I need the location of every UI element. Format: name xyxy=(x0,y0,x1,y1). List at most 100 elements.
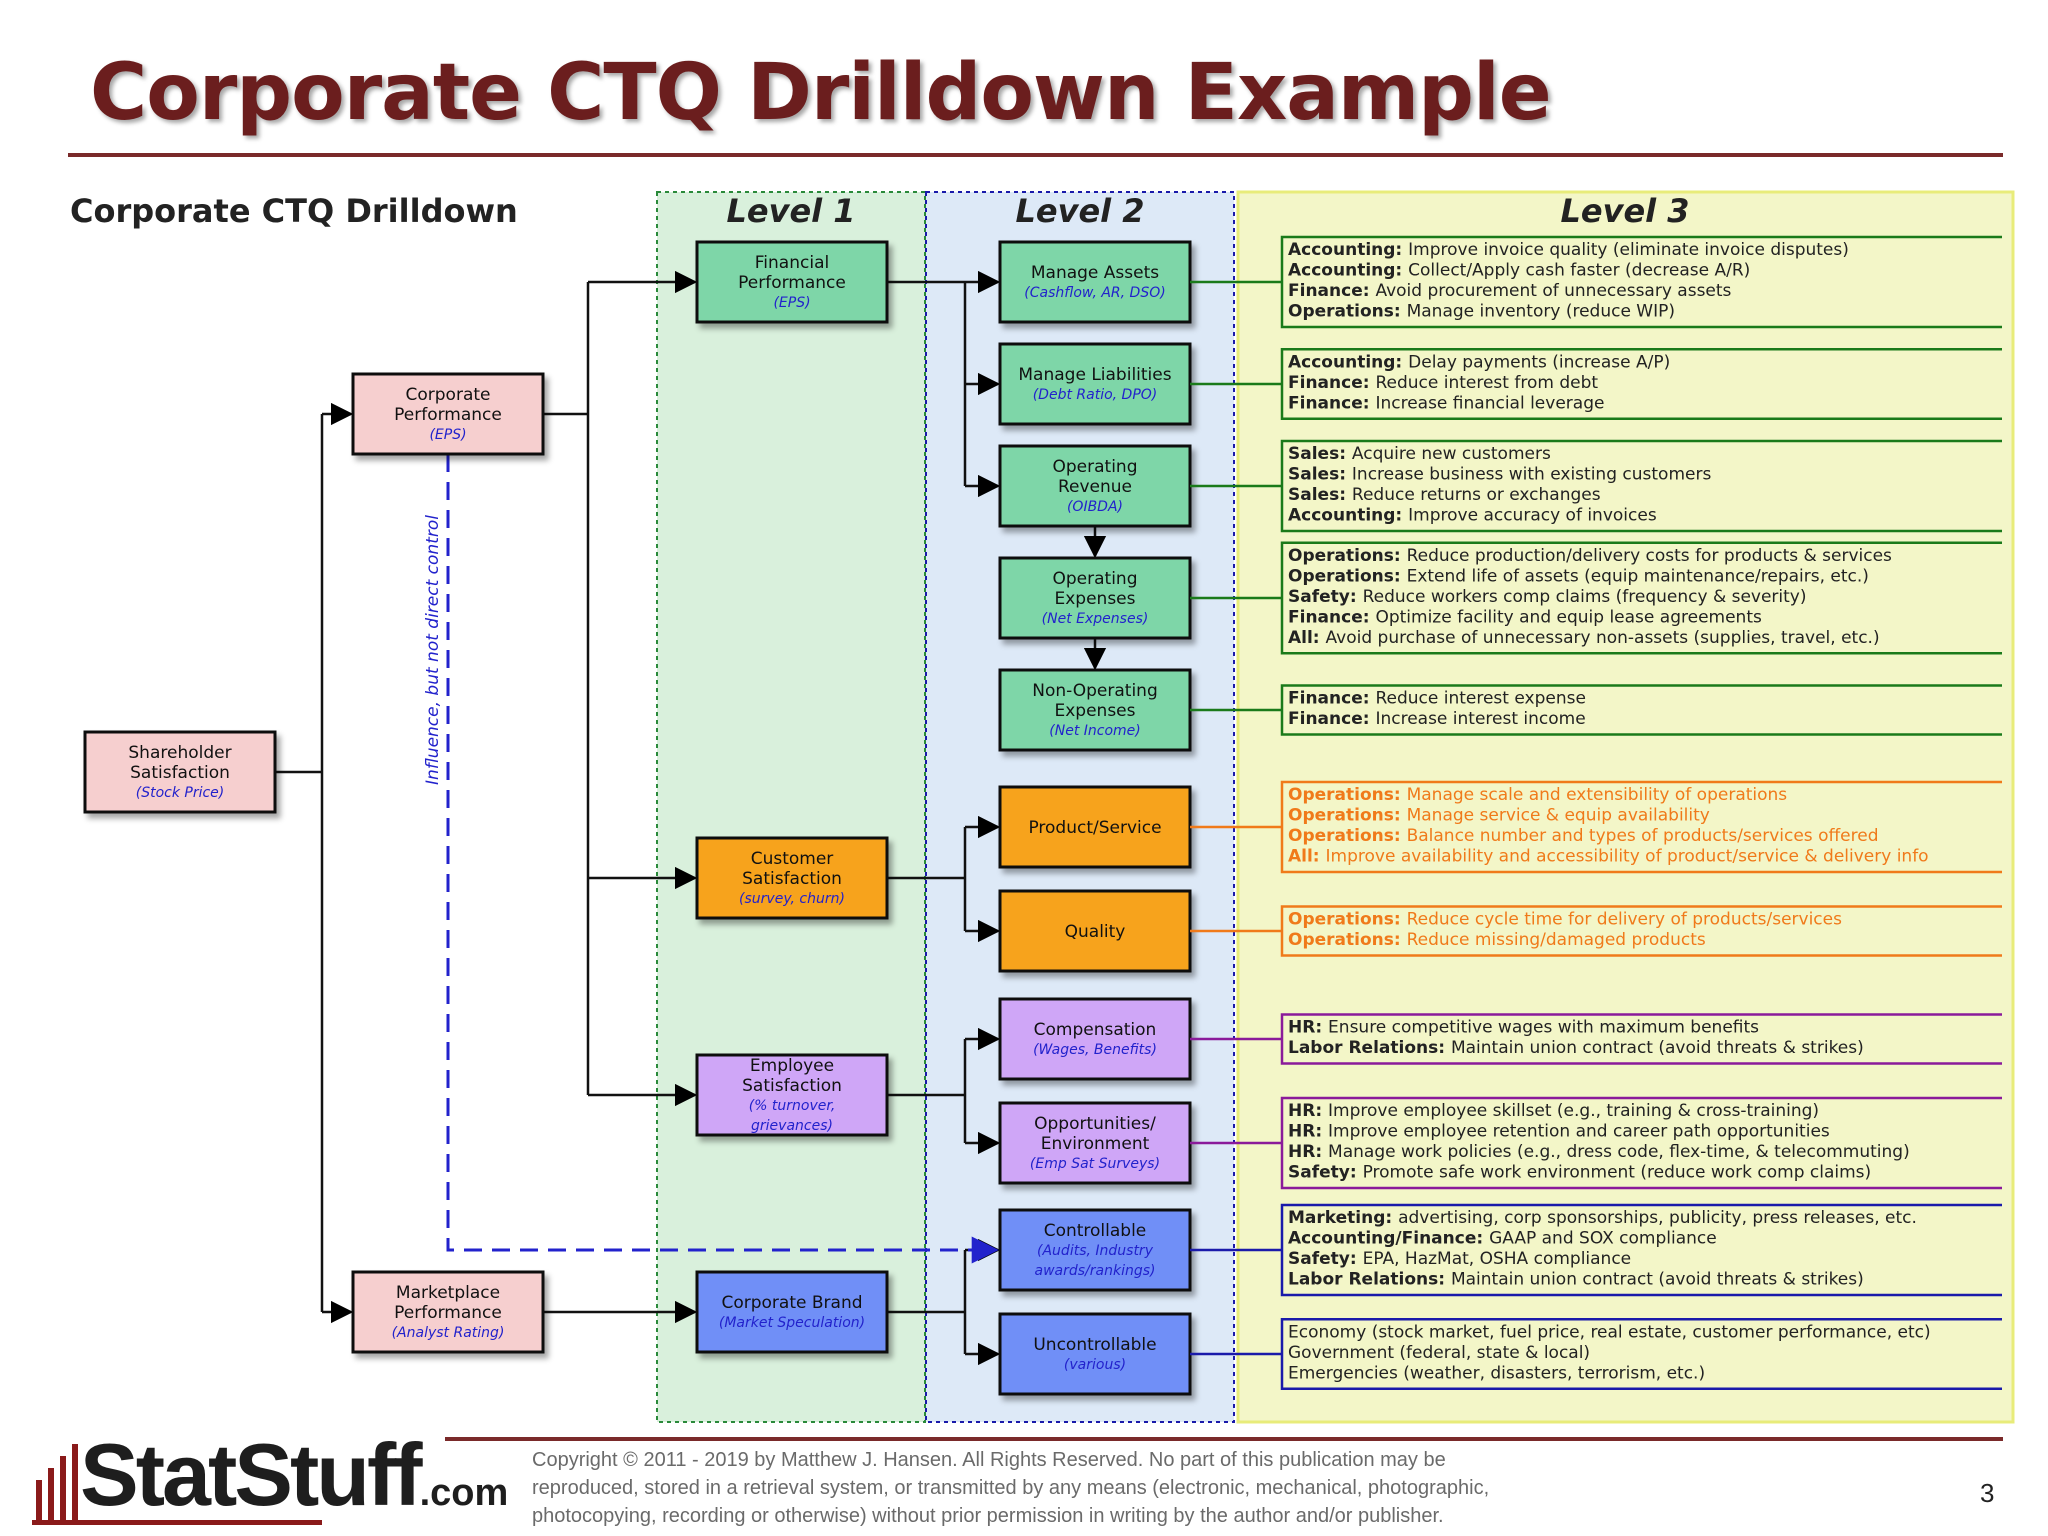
level3-item: Accounting/Finance: GAAP and SOX complia… xyxy=(1288,1229,1717,1249)
box-label: Manage Liabilities xyxy=(1018,365,1171,385)
level3-item: Finance: Reduce interest from debt xyxy=(1288,373,1598,393)
level3-item-label: Operations: xyxy=(1288,930,1407,950)
box-sublabel: (Emp Sat Surveys) xyxy=(1030,1156,1160,1172)
level3-group-liab: Accounting: Delay payments (increase A/P… xyxy=(1190,348,2002,420)
level3-item-text: Reduce interest from debt xyxy=(1375,373,1598,393)
level3-item-text: Manage work policies (e.g., dress code, … xyxy=(1328,1142,1910,1162)
box-sublabel: awards/rankings) xyxy=(1035,1263,1156,1279)
level3-bracket xyxy=(1280,1318,2002,1390)
footer-divider xyxy=(445,1437,2003,1441)
level3-item-text: Collect/Apply cash faster (decrease A/R) xyxy=(1408,261,1750,281)
level3-item: Operations: Manage inventory (reduce WIP… xyxy=(1288,302,1675,322)
level3-item: Finance: Optimize facility and equip lea… xyxy=(1288,607,1762,627)
level3-group-opexp: Operations: Reduce production/delivery c… xyxy=(1190,541,2002,655)
level3-item: Operations: Balance number and types of … xyxy=(1288,826,1879,846)
box-label: Employee xyxy=(750,1056,834,1076)
box-shape xyxy=(998,1312,1192,1396)
box-shape xyxy=(695,836,889,920)
box-label: Satisfaction xyxy=(742,869,842,889)
level3-item-label: Accounting/Finance: xyxy=(1288,1229,1489,1249)
level3-item-label: Labor Relations: xyxy=(1288,1270,1451,1290)
level3-item-text: Promote safe work environment (reduce wo… xyxy=(1363,1163,1872,1183)
level3-item: Safety: EPA, HazMat, OSHA compliance xyxy=(1288,1249,1631,1269)
level3-item-text: Government (federal, state & local) xyxy=(1288,1343,1590,1363)
box-shape xyxy=(998,342,1192,426)
level-header: Level 3 xyxy=(1560,192,1689,230)
level3-item-label: Operations: xyxy=(1288,566,1407,586)
level3-item: Operations: Manage service & equip avail… xyxy=(1288,806,1710,826)
level3-item-label: Finance: xyxy=(1288,607,1375,627)
slide-title: Corporate CTQ Drilldown Example xyxy=(90,48,1552,138)
influence-label: Influence, but not direct control xyxy=(423,515,443,785)
level3-item: All: Avoid purchase of unnecessary non-a… xyxy=(1288,628,1880,648)
level3-item-text: Maintain union contract (avoid threats &… xyxy=(1451,1038,1864,1058)
level3-item-text: Reduce interest expense xyxy=(1375,689,1585,709)
box-sublabel: grievances) xyxy=(751,1118,833,1134)
box-corp_brand: Corporate Brand(Market Speculation) xyxy=(695,1270,889,1354)
level3-group-opp: HR: Improve employee skillset (e.g., tra… xyxy=(1190,1096,2002,1190)
level3-item: Operations: Reduce missing/damaged produ… xyxy=(1288,930,1706,950)
box-shape xyxy=(998,1101,1192,1185)
level3-item-label: Finance: xyxy=(1288,709,1375,729)
level3-item-text: Acquire new customers xyxy=(1352,444,1551,464)
box-shape xyxy=(351,372,545,456)
level3-bracket xyxy=(1280,780,2002,874)
level3-bracket xyxy=(1280,1096,2002,1190)
level3-item: HR: Improve employee skillset (e.g., tra… xyxy=(1288,1101,1819,1121)
level3-item: Accounting: Improve invoice quality (eli… xyxy=(1288,240,1849,260)
level3-item-text: Reduce cycle time for delivery of produc… xyxy=(1407,910,1843,930)
level3-item: Sales: Increase business with existing c… xyxy=(1288,465,1711,485)
level3-item-label: Accounting: xyxy=(1288,506,1408,526)
level3-item-label: HR: xyxy=(1288,1142,1328,1162)
level3-item: Operations: Manage scale and extensibili… xyxy=(1288,785,1787,805)
box-label: Product/Service xyxy=(1028,818,1161,838)
level3-item: Safety: Promote safe work environment (r… xyxy=(1288,1163,1871,1183)
box-shape xyxy=(83,730,277,814)
box-shape xyxy=(998,785,1192,869)
box-sublabel: (Stock Price) xyxy=(136,785,225,801)
level3-item-label: Accounting: xyxy=(1288,352,1408,372)
level3-group-ctrl: Marketing: advertising, corp sponsorship… xyxy=(1190,1203,2002,1297)
logo-text: StatStuff.com xyxy=(80,1425,509,1524)
level3-item: Finance: Increase financial leverage xyxy=(1288,393,1604,413)
box-shape xyxy=(695,240,889,324)
level3-item-label: Finance: xyxy=(1288,281,1375,301)
level3-item: HR: Manage work policies (e.g., dress co… xyxy=(1288,1142,1910,1162)
level3-item-text: Increase interest income xyxy=(1375,709,1585,729)
box-sublabel: (Debt Ratio, DPO) xyxy=(1033,387,1158,403)
box-prod: Product/Service xyxy=(998,785,1192,869)
box-quality: Quality xyxy=(998,889,1192,973)
level3-item-label: Accounting: xyxy=(1288,261,1408,281)
box-sublabel: (survey, churn) xyxy=(739,891,845,907)
level3-item: Marketing: advertising, corp sponsorship… xyxy=(1288,1208,1917,1228)
level3-item-text: EPA, HazMat, OSHA compliance xyxy=(1363,1249,1632,1269)
box-shape xyxy=(998,444,1192,528)
level3-item-text: Balance number and types of products/ser… xyxy=(1407,826,1879,846)
box-sublabel: (% turnover, xyxy=(749,1098,836,1114)
level3-item-text: Increase business with existing customer… xyxy=(1352,465,1712,485)
level3-item: Sales: Reduce returns or exchanges xyxy=(1288,485,1601,505)
level3-item: Labor Relations: Maintain union contract… xyxy=(1288,1270,1864,1290)
level3-item: Operations: Extend life of assets (equip… xyxy=(1288,566,1869,586)
box-shape xyxy=(998,997,1192,1081)
level3-item-label: HR: xyxy=(1288,1122,1328,1142)
level3-item-text: Improve employee retention and career pa… xyxy=(1328,1122,1830,1142)
box-shape xyxy=(695,1270,889,1354)
level3-item: HR: Ensure competitive wages with maximu… xyxy=(1288,1018,1759,1038)
level3-item-text: Reduce production/delivery costs for pro… xyxy=(1407,546,1892,566)
level3-item-label: HR: xyxy=(1288,1018,1328,1038)
box-liab: Manage Liabilities (Debt Ratio, DPO) xyxy=(998,342,1192,426)
level3-item-label: Operations: xyxy=(1288,910,1407,930)
level3-item-text: Avoid purchase of unnecessary non-assets… xyxy=(1326,628,1880,648)
level3-item-text: Improve accuracy of invoices xyxy=(1408,506,1657,526)
title-divider xyxy=(68,153,2003,157)
level3-bracket xyxy=(1280,235,2002,329)
box-label: Non-Operating xyxy=(1032,681,1158,701)
